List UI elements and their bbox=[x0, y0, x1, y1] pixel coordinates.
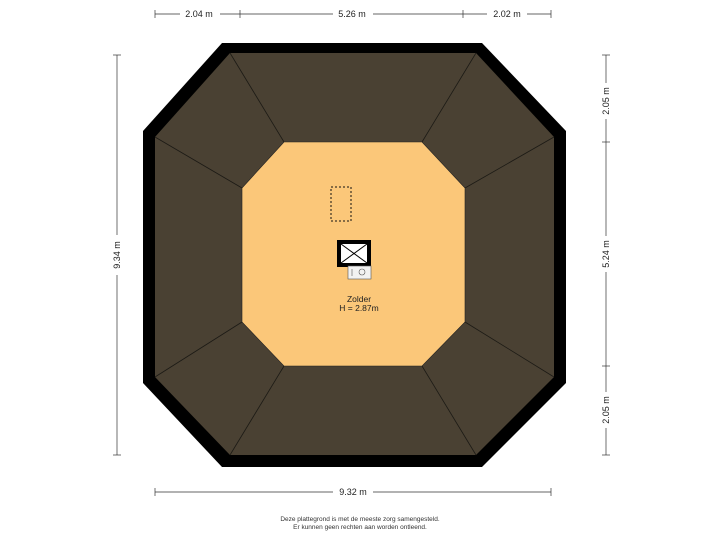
dim-left: 9.34 m bbox=[112, 241, 122, 269]
room-name: Zolder bbox=[347, 294, 371, 304]
roof-ridge-lines bbox=[154, 52, 555, 456]
disclaimer-line-2: Er kunnen geen rechten aan worden ontlee… bbox=[293, 524, 427, 531]
roof-hatch bbox=[330, 186, 352, 222]
dim-right-top: 2.05 m bbox=[601, 87, 611, 115]
disclaimer-line-1: Deze plattegrond is met de meeste zorg s… bbox=[280, 516, 440, 523]
disclaimer: Deze plattegrond is met de meeste zorg s… bbox=[0, 516, 720, 532]
dim-bottom: 9.32 m bbox=[339, 487, 367, 497]
dim-top-left: 2.04 m bbox=[185, 9, 213, 19]
stair-opening bbox=[337, 240, 371, 267]
dim-right-middle: 5.24 m bbox=[601, 240, 611, 268]
room-height: H = 2.87m bbox=[339, 303, 378, 313]
dim-right-bottom: 2.05 m bbox=[601, 396, 611, 424]
dim-top-right: 2.02 m bbox=[493, 9, 521, 19]
dim-top-middle: 5.26 m bbox=[338, 9, 366, 19]
appliance-icon bbox=[347, 265, 372, 280]
